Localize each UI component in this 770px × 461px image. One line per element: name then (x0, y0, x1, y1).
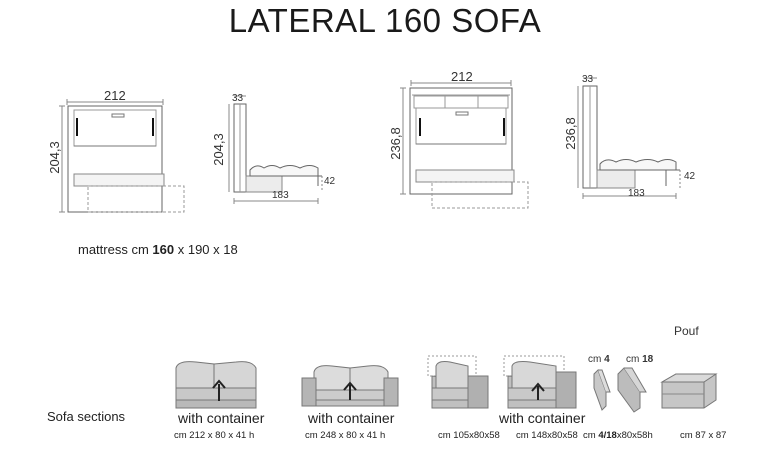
mattress-spec: mattress cm 160 x 190 x 18 (78, 242, 238, 257)
panel-18-prefix: cm (626, 354, 643, 365)
side-right-depth: 183 (628, 188, 645, 199)
panel-4-bold: 4 (604, 354, 610, 365)
side-right-height: 236,8 (562, 117, 578, 150)
section-4-caption: with container (499, 410, 586, 426)
panel-4-label: cm 4 (588, 354, 610, 365)
side-left-depth: 183 (272, 190, 289, 201)
side-view-right (577, 77, 681, 199)
side-left-height: 204,3 (210, 133, 226, 166)
section-1-size: cm 212 x 80 x 41 h (174, 430, 255, 441)
panel-size-prefix: cm (583, 430, 599, 441)
sofa-section-4 (503, 355, 577, 409)
section-2-size: cm 248 x 80 x 41 h (305, 430, 386, 441)
panel-size-suffix: x80x58h (616, 430, 653, 441)
mattress-suffix: x 190 x 18 (174, 242, 238, 257)
sofa-section-2 (301, 365, 399, 407)
side-view-left (228, 95, 323, 204)
panel-18-label: cm 18 (626, 354, 653, 365)
side-left-seat-height: 42 (324, 176, 336, 187)
pouf-size: cm 87 x 87 (680, 430, 727, 441)
sofa-section-1 (175, 361, 257, 409)
sofa-section-3 (427, 355, 489, 409)
front-right-height: 236,8 (387, 127, 403, 160)
panel-4-prefix: cm (588, 354, 605, 365)
pouf-label: Pouf (674, 324, 699, 338)
mattress-width: 160 (152, 242, 175, 257)
front-view-right (400, 80, 529, 209)
side-right-top-depth: 33 (582, 74, 594, 85)
panel-18cm (617, 367, 647, 413)
panel-4cm (593, 369, 611, 411)
front-left-width: 212 (104, 88, 126, 103)
section-1-caption: with container (178, 410, 265, 426)
section-3-size: cm 105x80x58 (438, 430, 500, 441)
section-2-caption: with container (308, 410, 395, 426)
pouf (660, 373, 718, 409)
front-right-width: 212 (451, 69, 473, 84)
section-4-size: cm 148x80x58 (516, 430, 578, 441)
mattress-prefix: mattress cm (78, 242, 153, 257)
front-view-left (59, 99, 185, 213)
side-left-top-depth: 33 (232, 93, 244, 104)
page-title: LATERAL 160 SOFA (228, 2, 542, 39)
panel-size-bold: 4/18 (598, 430, 617, 441)
front-left-height: 204,3 (46, 141, 62, 174)
side-right-seat-height: 42 (684, 171, 696, 182)
panel-18-bold: 18 (642, 354, 654, 365)
sofa-sections-label: Sofa sections (47, 409, 126, 424)
panel-size: cm 4/18x80x58h (583, 430, 653, 441)
